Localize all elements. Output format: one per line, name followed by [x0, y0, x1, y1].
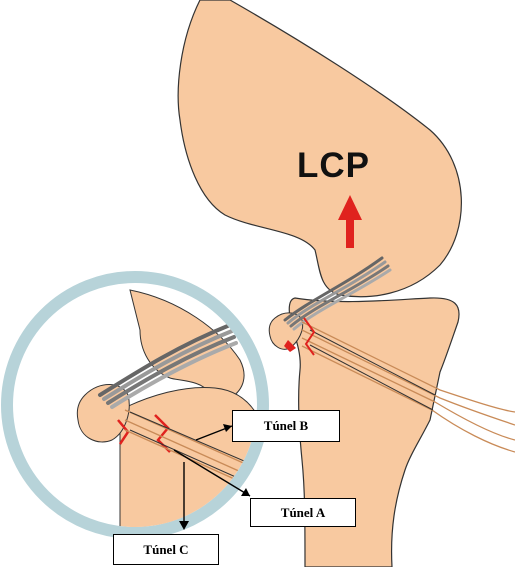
- tunnel-b-label: Túnel B: [232, 410, 340, 442]
- tunnel-c-label: Túnel C: [113, 534, 219, 565]
- tunnel-a-label: Túnel A: [250, 498, 356, 527]
- lcp-label: LCP: [297, 146, 370, 186]
